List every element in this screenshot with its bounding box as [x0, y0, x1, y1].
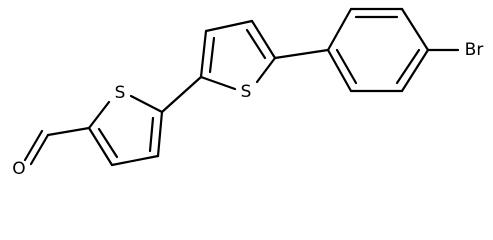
structure-canvas: S S Br O: [12, 7, 484, 179]
oxygen-label: O: [12, 159, 25, 179]
bond-c3-c2: [156, 110, 164, 158]
bond-ph-c3-c4: [400, 7, 430, 52]
bond-ph-c6-c1: [326, 48, 353, 93]
bond-ph-c4-c5: [400, 48, 430, 93]
bond-c2p-c3p-inner: [208, 36, 216, 74]
bond-cho-c5: [46, 126, 91, 137]
bond-ph-c1-c2: [326, 7, 353, 52]
bond-s1-c5: [87, 100, 111, 130]
sulfur-label-middle: S: [241, 82, 252, 102]
bond-ph-c4-c5-inner: [395, 48, 421, 85]
bond-c4p-c5p: [250, 19, 277, 60]
bond-thiophene-phenyl: [273, 48, 330, 60]
bond-c4-c3: [110, 154, 160, 167]
thiophene-ring-middle: [199, 19, 277, 91]
bond-inter-thiophene: [160, 75, 203, 114]
bond-ph-c6-c1-inner: [335, 48, 358, 85]
bond-c2p-c3p: [199, 29, 208, 79]
bond-c5-c4-inner: [97, 127, 119, 159]
bromophenyl-ring: [326, 7, 430, 93]
bond-c4p-c5p-inner: [245, 28, 267, 60]
bond-c3-c2-inner: [148, 116, 155, 153]
aldehyde-group: [23, 126, 91, 166]
sulfur-label-left: S: [115, 83, 126, 103]
bond-s2-c2p: [199, 75, 237, 91]
bond-c5-c4: [87, 126, 114, 167]
bond-c2-s1: [129, 94, 164, 114]
bond-c-o-double-b: [23, 129, 44, 162]
thiophene-ring-left: [87, 94, 164, 167]
bond-c5p-s2: [255, 56, 277, 84]
bond-c-o-double-a: [29, 133, 50, 166]
bond-c3p-c4p: [204, 19, 254, 33]
bromine-label: Br: [465, 40, 484, 60]
